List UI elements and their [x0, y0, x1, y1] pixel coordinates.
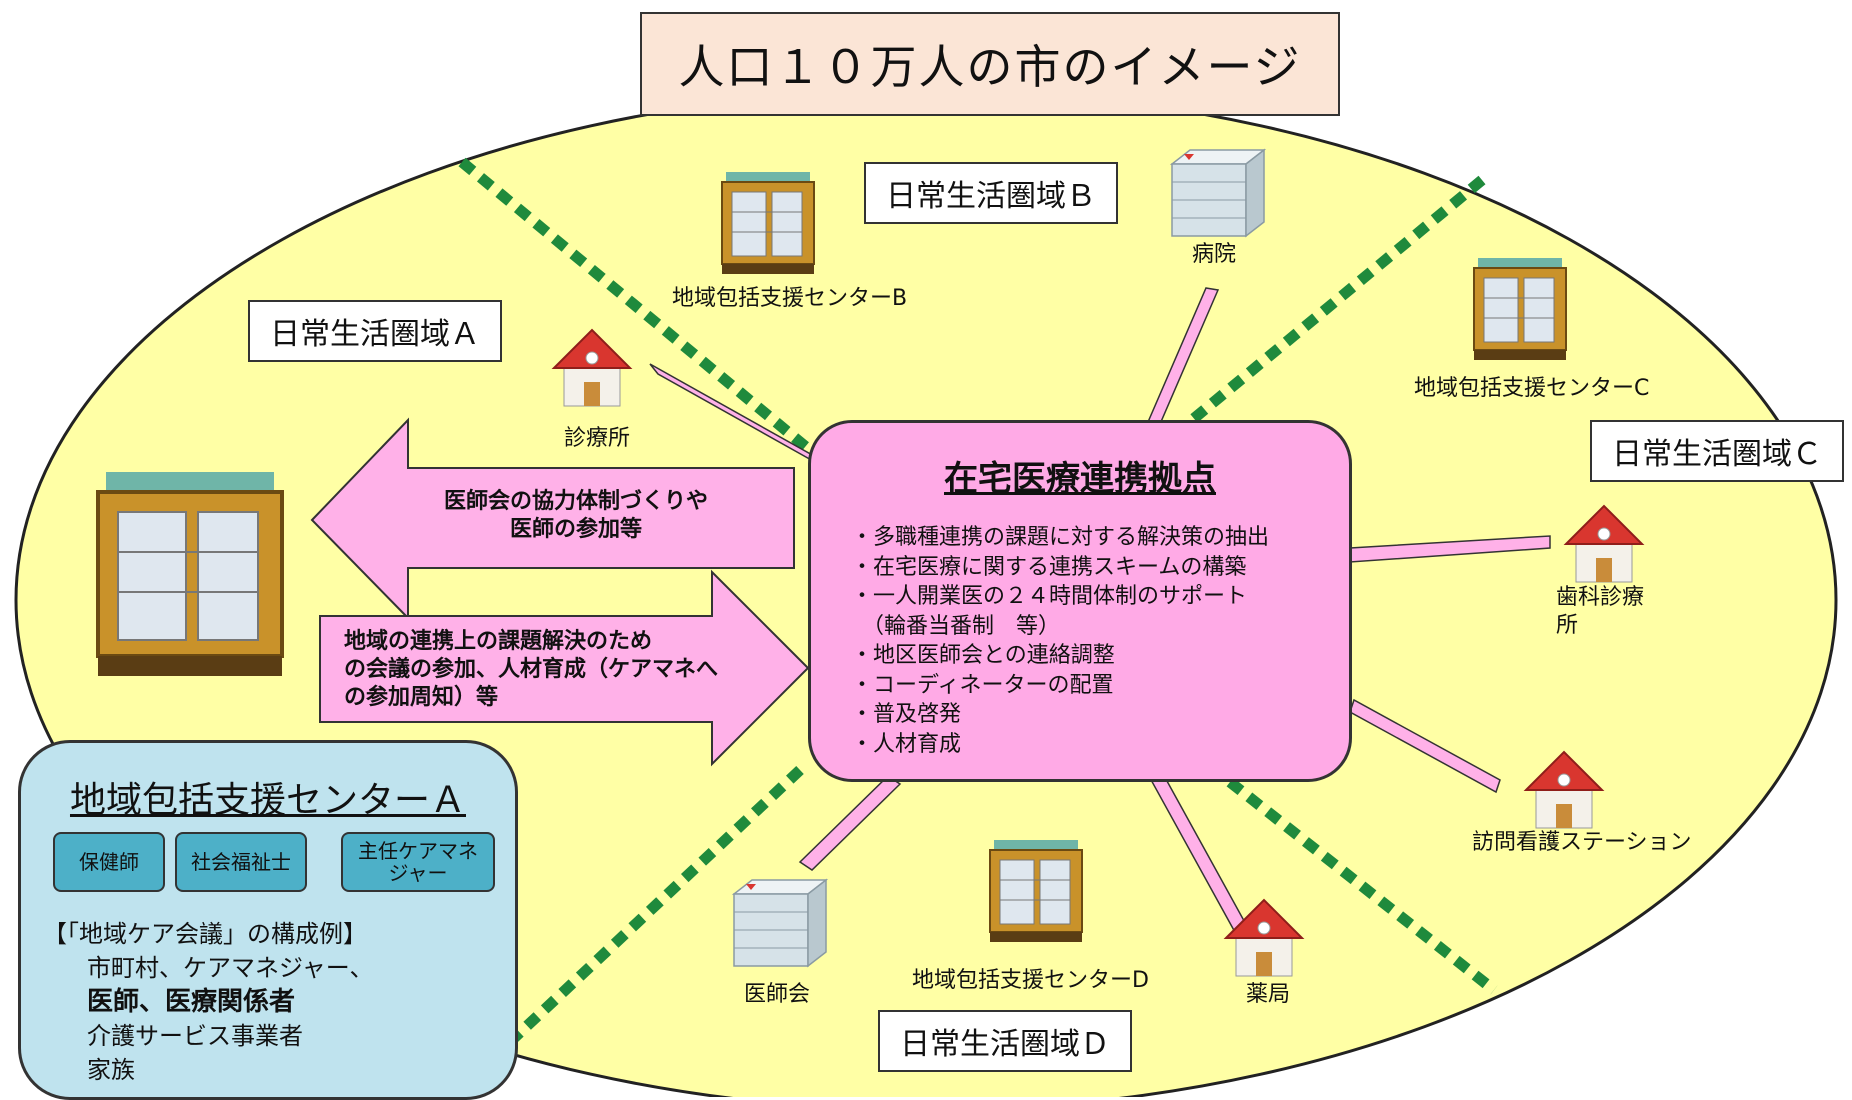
- arrow-left-text-line2: 医師の参加等: [509, 517, 642, 542]
- staff-chief-care-manager: 主任ケアマネジャー: [341, 832, 495, 892]
- dental-clinic-label-line1: 歯科診療: [1556, 585, 1645, 610]
- center-c-label: 地域包括支援センターC: [1414, 376, 1650, 401]
- member-item: 医師、医療関係者: [87, 987, 296, 1017]
- hub-task-item: ・普及啓発: [851, 702, 962, 727]
- center-d-building-icon: [989, 839, 1083, 943]
- boundary-divider-ne: [1176, 175, 1486, 435]
- hub-task-item: ・在宅医療に関する連携スキームの構築: [851, 554, 1247, 580]
- center-b-label: 地域包括支援センターB: [672, 286, 908, 311]
- arrow-to-hub: [319, 569, 810, 767]
- home-care-hub: 在宅医療連携拠点 ・多職種連携の課題に対する解決策の抽出 ・在宅医療に関する連携…: [808, 420, 1352, 782]
- hub-task-list: ・多職種連携の課題に対する解決策の抽出 ・在宅医療に関する連携スキームの構築 ・…: [851, 523, 1269, 759]
- center-b-building-icon: [721, 171, 815, 275]
- staff-social-worker: 社会福祉士: [175, 832, 307, 892]
- boundary-divider-sw: [508, 765, 804, 1045]
- hub-task-item: ・人材育成: [851, 731, 962, 757]
- care-meeting-members: 【「地域ケア会議」の構成例】 市町村、ケアマネジャー、 医師、医療関係者 介護サ…: [43, 917, 374, 1087]
- area-label-b: 日常生活圏域Ｂ: [864, 162, 1118, 224]
- staff-public-health-nurse: 保健師: [53, 832, 165, 892]
- center-d-label: 地域包括支援センターD: [912, 968, 1149, 993]
- arrow-right-text-line2: の会議の参加、人材育成（ケアマネへ: [344, 657, 719, 682]
- center-a-building-icon: [96, 470, 284, 678]
- medical-association-label: 医師会: [744, 982, 811, 1007]
- center-a-title: 地域包括支援センターＡ: [69, 780, 466, 821]
- arrow-right-text-line1: 地域の連携上の課題解決のため: [344, 629, 653, 654]
- dental-clinic-label: 歯科診療 所: [1556, 584, 1644, 640]
- center-c-building-icon: [1473, 257, 1567, 361]
- members-heading: 【「地域ケア会議」の構成例】: [43, 920, 367, 948]
- arrow-left-text-line1: 医師会の協力体制づくりや: [443, 489, 708, 514]
- member-item: 介護サービス事業者: [87, 1022, 303, 1050]
- member-item: 家族: [87, 1056, 135, 1084]
- arrow-right-text: 地域の連携上の課題解決のため の会議の参加、人材育成（ケアマネへ の参加周知）等: [344, 628, 718, 712]
- boundary-divider-nw: [458, 157, 874, 505]
- boundary-divider-se: [1226, 777, 1498, 995]
- hospital-building-icon: [1171, 149, 1265, 237]
- community-support-center-a: 地域包括支援センターＡ 保健師 社会福祉士 主任ケアマネジャー 【「地域ケア会議…: [18, 740, 518, 1100]
- nursing-station-label: 訪問看護ステーション: [1472, 830, 1692, 855]
- page-title: 人口１０万人の市のイメージ: [640, 12, 1340, 116]
- clinic-label: 診療所: [564, 426, 631, 451]
- pharmacy-label: 薬局: [1246, 982, 1291, 1007]
- member-item: 市町村、ケアマネジャー、: [87, 954, 374, 982]
- hub-task-item: ・コーディネーターの配置: [851, 672, 1114, 698]
- arrow-left-text: 医師会の協力体制づくりや 医師の参加等: [426, 488, 726, 544]
- hub-task-item: ・一人開業医の２４時間体制のサポート: [851, 584, 1248, 609]
- hub-task-item: ・地区医師会との連絡調整: [851, 643, 1115, 668]
- medical-association-building-icon: [733, 879, 827, 967]
- hub-title: 在宅医療連携拠点: [944, 459, 1216, 499]
- dental-clinic-label-line2: 所: [1556, 613, 1579, 638]
- area-label-a: 日常生活圏域Ａ: [248, 300, 502, 362]
- arrow-to-center-a: [310, 417, 795, 621]
- hospital-label: 病院: [1192, 242, 1237, 267]
- arrow-right-text-line3: の参加周知）等: [344, 685, 499, 710]
- connector-nursing: [1349, 698, 1501, 794]
- hub-task-item: ・多職種連携の課題に対する解決策の抽出: [851, 525, 1270, 550]
- area-label-c: 日常生活圏域Ｃ: [1590, 420, 1844, 482]
- hub-task-item: （輪番当番制 等）: [851, 613, 1061, 639]
- area-label-d: 日常生活圏域Ｄ: [878, 1010, 1132, 1072]
